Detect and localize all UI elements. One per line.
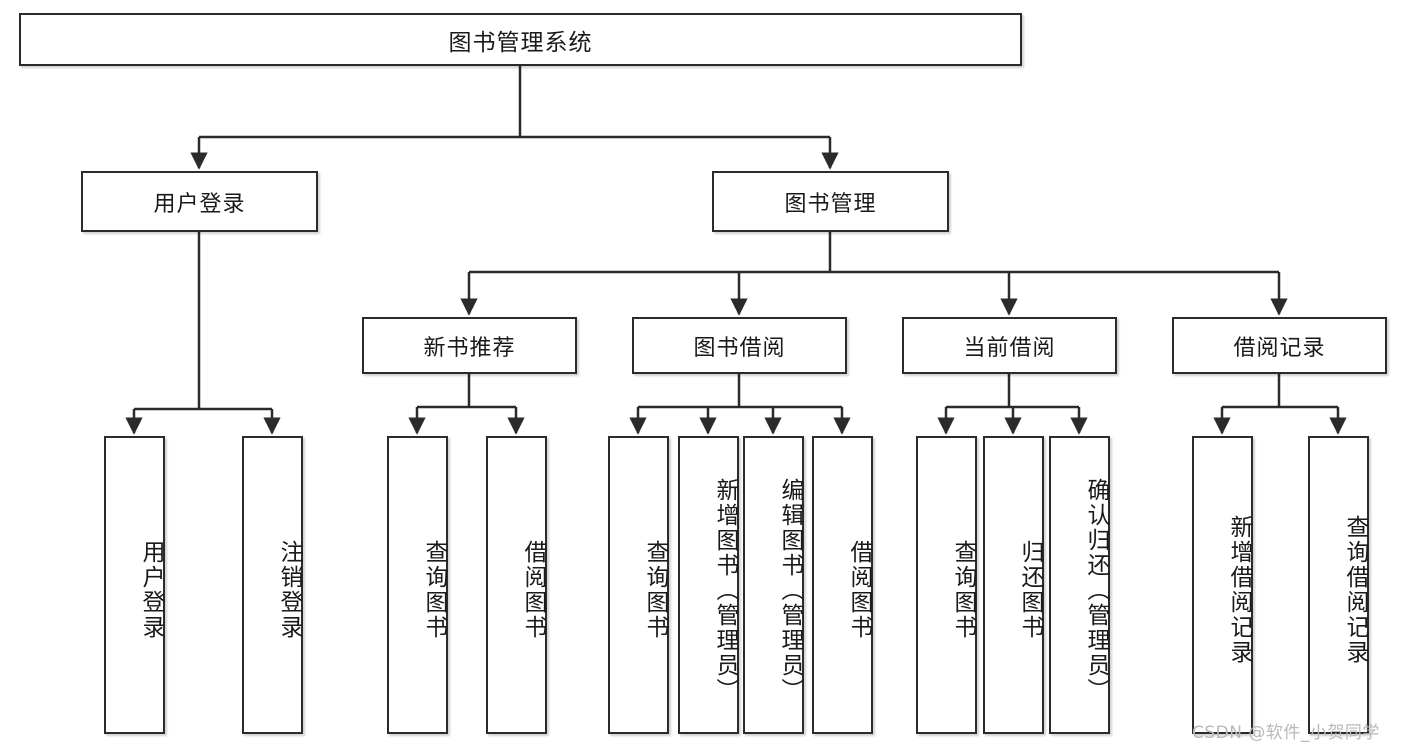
node-label: 注销登录: [276, 540, 302, 640]
node-leaf-query-book-rec[interactable]: 查询图书: [387, 436, 448, 734]
node-label: 用户登录: [153, 191, 246, 217]
node-leaf-edit-book-admin[interactable]: 编辑图书（管理员）: [743, 436, 804, 734]
node-user-login[interactable]: 用户登录: [81, 171, 318, 232]
node-label: 查询图书: [642, 540, 668, 640]
node-label: 借阅图书: [520, 540, 546, 640]
node-label: 图书管理: [784, 191, 877, 217]
node-label: 当前借阅: [963, 335, 1056, 361]
node-leaf-query-book-borrow[interactable]: 查询图书: [608, 436, 669, 734]
node-label: 图书借阅: [693, 335, 786, 361]
node-current-borrowing[interactable]: 当前借阅: [902, 317, 1117, 374]
node-label: 借阅图书: [846, 540, 872, 640]
node-leaf-add-book-admin[interactable]: 新增图书（管理员）: [678, 436, 739, 734]
node-borrowing-record[interactable]: 借阅记录: [1172, 317, 1387, 374]
csdn-watermark: CSDN @软件_小贺同学: [1192, 723, 1380, 743]
node-label: 新增借阅记录: [1226, 515, 1252, 665]
node-leaf-query-borrow-record[interactable]: 查询借阅记录: [1308, 436, 1369, 734]
node-leaf-borrow-book-rec[interactable]: 借阅图书: [486, 436, 547, 734]
node-label: 归还图书: [1017, 540, 1043, 640]
node-label: 查询图书: [421, 540, 447, 640]
node-leaf-logout[interactable]: 注销登录: [242, 436, 303, 734]
node-label: 借阅记录: [1233, 335, 1326, 361]
node-leaf-add-borrow-record[interactable]: 新增借阅记录: [1192, 436, 1253, 734]
node-leaf-query-book-current[interactable]: 查询图书: [916, 436, 977, 734]
node-leaf-confirm-return-admin[interactable]: 确认归还（管理员）: [1049, 436, 1110, 734]
node-leaf-borrow-book[interactable]: 借阅图书: [812, 436, 873, 734]
node-label: 查询图书: [950, 540, 976, 640]
node-label: 查询借阅记录: [1342, 515, 1368, 665]
node-label: 确认归还（管理员）: [1083, 477, 1109, 703]
node-new-book-recommendation[interactable]: 新书推荐: [362, 317, 577, 374]
node-label: 新增图书（管理员）: [712, 477, 738, 703]
node-root-book-management-system[interactable]: 图书管理系统: [19, 13, 1022, 66]
node-label: 用户登录: [138, 540, 164, 640]
node-book-management[interactable]: 图书管理: [712, 171, 949, 232]
node-label: 图书管理系统: [448, 29, 593, 56]
node-leaf-return-book[interactable]: 归还图书: [983, 436, 1044, 734]
node-label: 编辑图书（管理员）: [777, 477, 803, 703]
node-leaf-user-login[interactable]: 用户登录: [104, 436, 165, 734]
node-book-borrowing[interactable]: 图书借阅: [632, 317, 847, 374]
node-label: 新书推荐: [423, 335, 516, 361]
